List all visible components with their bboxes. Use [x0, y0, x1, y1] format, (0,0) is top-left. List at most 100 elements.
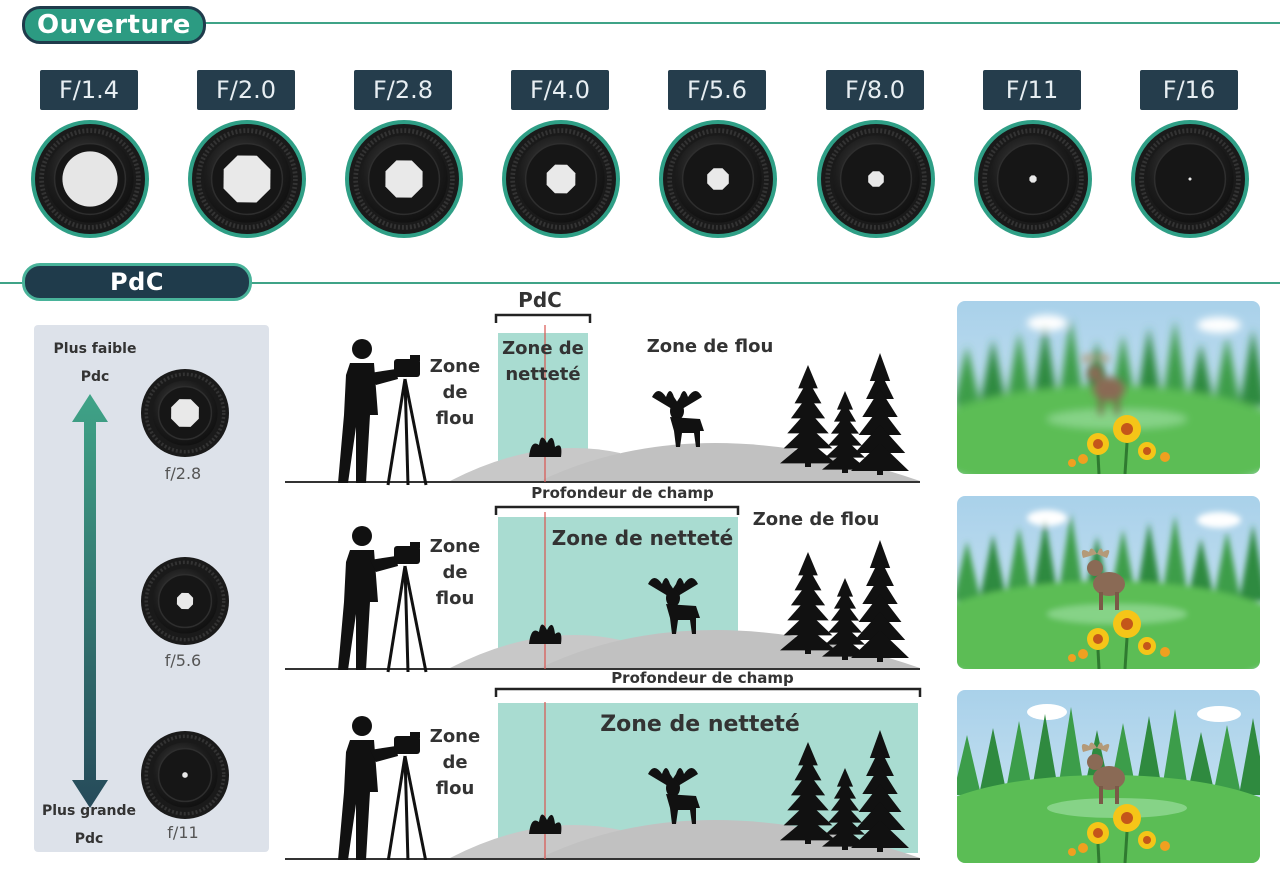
- row3-blur-left-1: Zone: [429, 726, 481, 747]
- aperture-label-6: F/8.0: [826, 70, 924, 110]
- aperture-label-7: F/11: [983, 70, 1081, 110]
- lens-icon-4: [502, 120, 620, 238]
- moose-icon: [648, 578, 700, 634]
- example-photo-1: [957, 301, 1260, 474]
- row1-sharp-zone-label-1: Zone de: [502, 338, 584, 359]
- moose-icon: [1081, 742, 1125, 804]
- aperture-hole: [182, 772, 188, 778]
- aperture-lens-5: [658, 119, 778, 243]
- row1-sharp-zone-label-2: netteté: [505, 364, 581, 385]
- scale-bottom-label-1: Plus grande: [41, 803, 137, 819]
- row3-blur-left-2: de: [442, 752, 468, 773]
- sunflower-group: [1068, 415, 1170, 474]
- aperture-hole: [171, 399, 199, 427]
- tree-icon: [780, 365, 836, 467]
- aperture-label-5: F/5.6: [668, 70, 766, 110]
- aperture-hole: [707, 168, 729, 190]
- aperture-lens-4: [501, 119, 621, 243]
- row2-blur-left-2: de: [442, 562, 468, 583]
- scale-arrow-icon: [72, 394, 108, 808]
- aperture-label-4: F/4.0: [511, 70, 609, 110]
- tree-icon: [851, 540, 909, 662]
- scale-lens-icon-3: [141, 731, 229, 819]
- lens-icon-1: [31, 120, 149, 238]
- aperture-label-2: F/2.0: [197, 70, 295, 110]
- scale-lens-2: [140, 556, 230, 650]
- scale-lens-icon-2: [141, 557, 229, 645]
- scale-lens-label-2: f/5.6: [164, 651, 202, 670]
- aperture-lens-3: [344, 119, 464, 243]
- scale-lens-label-1: f/2.8: [164, 464, 202, 483]
- scale-lens-label-3: f/11: [167, 823, 199, 842]
- moose-icon: [648, 768, 700, 824]
- row3-sharp-zone-label: Zone de netteté: [600, 712, 800, 737]
- aperture-hole: [1029, 175, 1037, 183]
- aperture-label-8: F/16: [1140, 70, 1238, 110]
- row2-blur-left-3: flou: [435, 588, 475, 609]
- dof-scenes: [285, 313, 922, 860]
- aperture-hole: [223, 155, 271, 203]
- lens-icon-3: [345, 120, 463, 238]
- photographer-icon: [338, 716, 428, 860]
- dof-bracket: [494, 313, 592, 323]
- aperture-hole: [546, 164, 576, 194]
- ouverture-title: Ouverture: [22, 6, 206, 44]
- tree-icon: [822, 768, 868, 850]
- row2-bracket-label: Profondeur de champ: [531, 484, 714, 502]
- aperture-label-1: F/1.4: [40, 70, 138, 110]
- ouverture-divider: [200, 22, 1280, 24]
- tree-icon: [851, 353, 909, 475]
- scale-top-label-1: Plus faible: [53, 341, 137, 357]
- row1-blur-right: Zone de flou: [646, 336, 774, 357]
- moose-icon: [1081, 353, 1125, 415]
- lens-icon-7: [974, 120, 1092, 238]
- scale-top-label-2: Pdc: [80, 369, 110, 385]
- lens-icon-8: [1131, 120, 1249, 238]
- aperture-hole: [385, 160, 423, 198]
- pdc-divider: [0, 282, 1280, 284]
- dof-bracket: [494, 687, 922, 697]
- row2-sharp-zone-label: Zone de netteté: [551, 526, 734, 550]
- aperture-lens-1: [30, 119, 150, 243]
- pdc-title: PdC: [22, 263, 252, 301]
- hill: [540, 630, 920, 668]
- aperture-lens-7: [973, 119, 1093, 243]
- moose-icon: [1081, 548, 1125, 610]
- tree-icon: [822, 391, 868, 473]
- aperture-label-3: F/2.8: [354, 70, 452, 110]
- aperture-hole: [1188, 177, 1192, 181]
- lens-icon-6: [817, 120, 935, 238]
- aperture-lens-8: [1130, 119, 1250, 243]
- sunflower-group: [1068, 804, 1170, 863]
- hill: [540, 443, 920, 481]
- example-photo-2: [957, 496, 1260, 669]
- row2-blur-left-1: Zone: [429, 536, 481, 557]
- row2-blur-right: Zone de flou: [752, 509, 880, 530]
- scale-lens-icon-1: [141, 369, 229, 457]
- aperture-hole: [62, 151, 118, 207]
- row1-blur-left-3: flou: [435, 408, 475, 429]
- moose-icon: [652, 391, 704, 447]
- scale-lens-3: [140, 730, 230, 824]
- scale-lens-1: [140, 368, 230, 462]
- aperture-lens-2: [187, 119, 307, 243]
- tree-icon: [851, 730, 909, 852]
- row1-blur-left-2: de: [442, 382, 468, 403]
- tree-icon: [780, 552, 836, 654]
- aperture-lens-6: [816, 119, 936, 243]
- hill: [540, 820, 920, 858]
- lens-icon-2: [188, 120, 306, 238]
- aperture-hole: [176, 592, 194, 610]
- tree-icon: [780, 742, 836, 844]
- plant-icon: [529, 624, 562, 644]
- plant-icon: [529, 437, 562, 457]
- example-photo-3: [957, 690, 1260, 863]
- scale-bottom-label-2: Pdc: [74, 831, 104, 847]
- dof-bracket: [494, 505, 740, 515]
- photographer-icon: [338, 339, 428, 486]
- aperture-hole: [868, 171, 884, 187]
- row1-bracket-label: PdC: [518, 288, 562, 312]
- photographer-icon: [338, 526, 428, 673]
- row3-bracket-label: Profondeur de champ: [611, 669, 794, 687]
- sunflower-group: [1068, 610, 1170, 669]
